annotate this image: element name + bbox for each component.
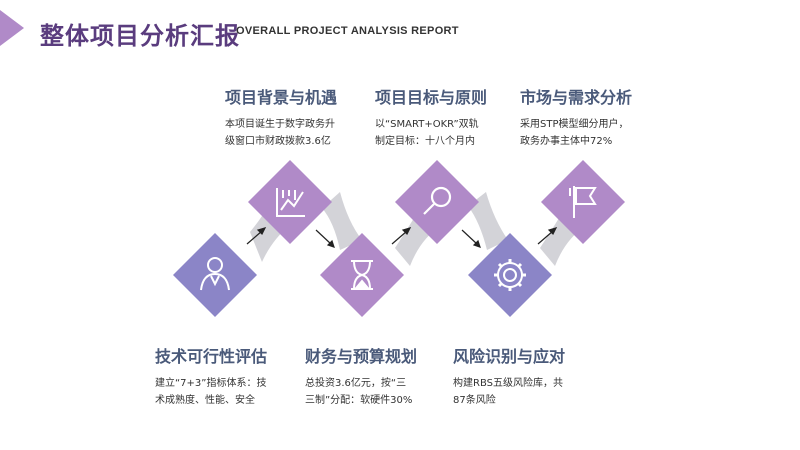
flag-icon [569,186,597,218]
block-risk: 风险识别与应对 构建RBS五级风险库，共 87条风险 [453,343,565,409]
block-title: 项目背景与机遇 [225,88,338,107]
page-title: 整体项目分析汇报 [40,22,240,50]
block-finance: 财务与预算规划 总投资3.6亿元，按“三 三制”分配：软硬件30% [305,343,417,409]
chart-icon [276,188,305,217]
connector-2 [322,192,362,250]
block-text: 构建RBS五级风险库，共 87条风险 [453,378,563,406]
corner-triangle [0,10,24,46]
connector-4 [468,192,508,250]
block-text: 采用STP模型细分用户， 政务办事主体中72% [520,119,629,147]
block-market: 市场与需求分析 采用STP模型细分用户， 政务办事主体中72% [520,84,632,150]
block-title: 市场与需求分析 [520,88,633,107]
block-background: 项目背景与机遇 本项目诞生于数字政务升 级窗口市财政拨款3.6亿 [225,84,337,150]
diamond-goals [395,160,479,244]
page-subtitle: OVERALL PROJECT ANALYSIS REPORT [236,25,459,37]
gear-icon [494,259,526,291]
block-text: 以“SMART+OKR”双轨 制定目标：十八个月内 [375,119,479,147]
block-title: 技术可行性评估 [155,347,268,366]
diamond-risk [468,233,552,317]
block-technology: 技术可行性评估 建立“7+3”指标体系：技 术成熟度、性能、安全 [155,343,267,409]
block-text: 本项目诞生于数字政务升 级窗口市财政拨款3.6亿 [225,119,335,147]
block-title: 风险识别与应对 [453,347,566,366]
block-goals: 项目目标与原则 以“SMART+OKR”双轨 制定目标：十八个月内 [375,84,487,150]
user-icon [200,257,230,291]
search-icon [423,186,452,215]
block-title: 项目目标与原则 [375,88,488,107]
diamond-market [541,160,625,244]
block-text: 总投资3.6亿元，按“三 三制”分配：软硬件30% [305,378,413,406]
arrow-2 [315,229,332,245]
hourglass-icon [351,260,373,290]
arrow-3 [391,230,408,245]
block-text: 建立“7+3”指标体系：技 术成熟度、性能、安全 [155,378,267,406]
block-title: 财务与预算规划 [305,347,418,366]
arrow-5 [537,230,554,245]
arrow-4 [461,229,478,245]
arrow-1 [246,230,263,245]
